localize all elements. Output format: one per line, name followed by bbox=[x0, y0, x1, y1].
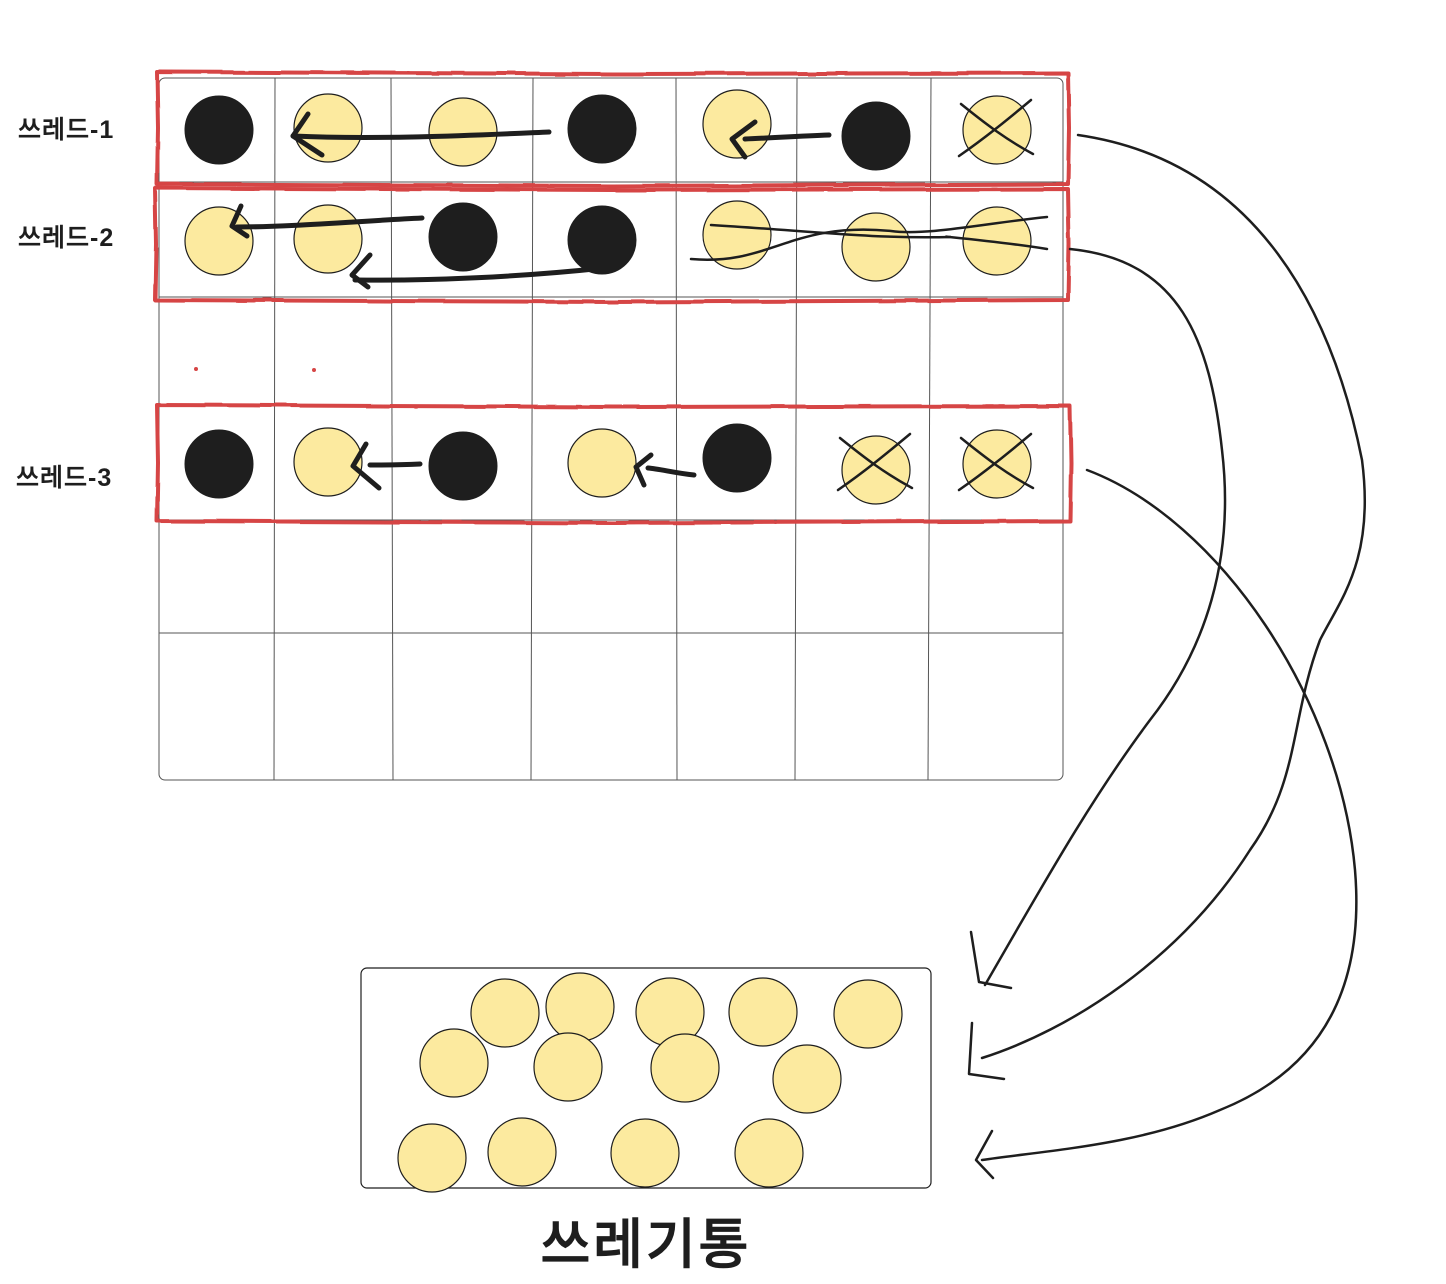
thread-box bbox=[155, 70, 1071, 188]
thread-box bbox=[153, 186, 1071, 304]
garbage-object bbox=[545, 972, 615, 1042]
arrowhead bbox=[350, 441, 382, 491]
to-bin-arrows bbox=[967, 133, 1367, 1180]
grid-column-line bbox=[675, 77, 678, 781]
free-object bbox=[293, 93, 363, 163]
free-object bbox=[841, 212, 911, 282]
garbage-object bbox=[419, 1028, 489, 1098]
thread-label-3: 쓰레드-3 bbox=[16, 464, 113, 492]
move-arrow bbox=[367, 461, 423, 468]
grid-column-line bbox=[530, 77, 534, 781]
scratch-out-mark bbox=[709, 223, 1049, 251]
thread-label-2: 쓰레드-2 bbox=[18, 224, 115, 252]
garbage-object bbox=[610, 1118, 680, 1188]
move-arrow bbox=[742, 132, 832, 142]
arrowhead bbox=[290, 111, 325, 158]
free-object bbox=[293, 427, 363, 497]
thread-2-to-bin-curve bbox=[983, 247, 1227, 987]
thread-row-3 bbox=[155, 403, 1073, 525]
grid-column-line bbox=[390, 77, 394, 781]
free-object bbox=[428, 97, 498, 167]
live-object bbox=[841, 101, 911, 171]
thread-row-1 bbox=[155, 70, 1071, 188]
live-object bbox=[184, 95, 254, 165]
grid-column-line bbox=[794, 77, 798, 781]
garbage-object bbox=[397, 1123, 467, 1193]
cross-out-mark bbox=[957, 432, 1033, 492]
free-object bbox=[184, 206, 254, 276]
garbage-bin-label: 쓰레기통 bbox=[540, 1213, 752, 1276]
arrowhead bbox=[974, 1129, 995, 1180]
compaction-arrows bbox=[229, 111, 832, 491]
grid-column-line bbox=[273, 77, 276, 781]
stray-dot bbox=[194, 367, 198, 371]
stray-dot bbox=[312, 368, 316, 372]
live-object bbox=[567, 205, 637, 275]
thread-label-1: 쓰레드-1 bbox=[18, 116, 115, 144]
scratch-out-mark bbox=[689, 215, 1049, 261]
live-object bbox=[184, 429, 254, 499]
garbage-object bbox=[650, 1033, 720, 1103]
thread-3-to-bin-curve bbox=[980, 468, 1358, 1162]
garbage-object bbox=[728, 977, 798, 1047]
arrowhead bbox=[967, 1021, 1006, 1081]
free-object bbox=[567, 428, 637, 498]
cross-out-mark bbox=[838, 436, 914, 490]
arrowhead bbox=[729, 119, 758, 160]
cross-out-mark bbox=[957, 98, 1033, 158]
garbage-object bbox=[734, 1118, 804, 1188]
garbage-object bbox=[833, 979, 903, 1049]
thread-1-to-bin-curve bbox=[980, 133, 1367, 1060]
garbage-object bbox=[487, 1117, 557, 1187]
thread-box bbox=[155, 403, 1073, 525]
garbage-objects bbox=[397, 972, 903, 1193]
move-arrow bbox=[290, 129, 552, 140]
garbage-bin bbox=[360, 967, 932, 1193]
garbage-object bbox=[533, 1032, 603, 1102]
live-object bbox=[428, 202, 498, 272]
move-arrow bbox=[234, 215, 425, 230]
arrowhead bbox=[633, 452, 654, 488]
live-object bbox=[702, 423, 772, 493]
live-object bbox=[567, 94, 637, 164]
move-arrow bbox=[645, 465, 697, 478]
arrowhead bbox=[349, 252, 373, 290]
live-object bbox=[428, 431, 498, 501]
thread-row-2 bbox=[153, 186, 1071, 304]
grid-column-line bbox=[927, 77, 932, 781]
cross-out-mark bbox=[959, 436, 1035, 490]
garbage-object bbox=[470, 978, 540, 1048]
arrowhead bbox=[229, 203, 250, 239]
move-arrow bbox=[352, 265, 607, 283]
cross-out-mark bbox=[836, 432, 912, 492]
cross-out-mark bbox=[959, 102, 1035, 156]
garbage-object bbox=[772, 1044, 842, 1114]
arrowhead bbox=[969, 930, 1013, 990]
garbage-bin-box bbox=[360, 967, 932, 1189]
free-object bbox=[293, 204, 363, 274]
